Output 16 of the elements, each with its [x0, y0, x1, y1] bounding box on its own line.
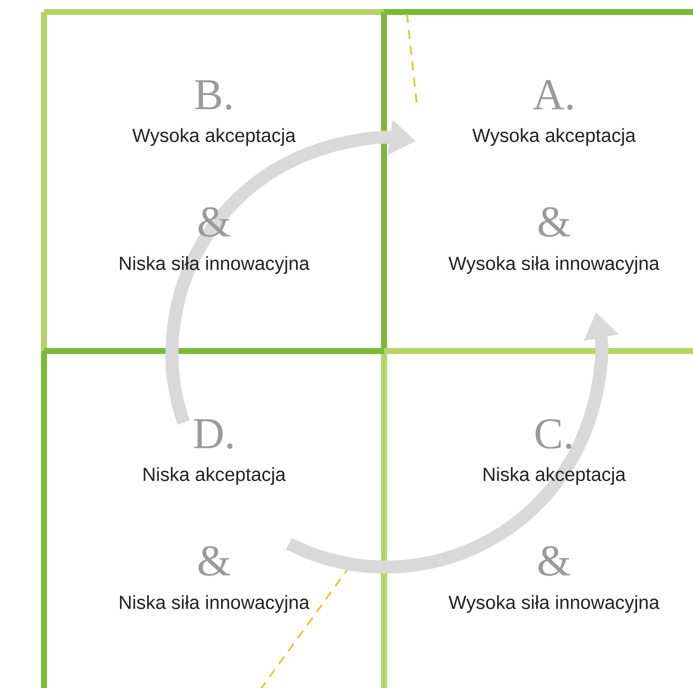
- quadrant-text: Wysoka akceptacja: [472, 128, 636, 146]
- ampersand: &: [538, 546, 570, 576]
- quadrant-letter: D.: [194, 419, 232, 449]
- quadrant-letter: B.: [195, 80, 232, 110]
- ampersand: &: [538, 207, 570, 237]
- quadrant-letter: A.: [533, 80, 572, 110]
- quadrant-text: Niska siła innowacyjna: [120, 595, 310, 613]
- ampersand: &: [198, 207, 230, 237]
- quadrant-text: Niska akceptacja: [484, 467, 626, 485]
- quadrant-text: Niska siła innowacyjna: [120, 256, 310, 274]
- quadrant-text: Wysoka siła innowacyjna: [448, 595, 660, 613]
- quadrant-text: Wysoka akceptacja: [132, 128, 296, 146]
- ampersand: &: [198, 546, 230, 576]
- quadrant-text: Wysoka siła innowacyjna: [448, 256, 660, 274]
- quadrant-letter: C.: [536, 419, 572, 449]
- quadrant-text: Niska akceptacja: [144, 467, 286, 485]
